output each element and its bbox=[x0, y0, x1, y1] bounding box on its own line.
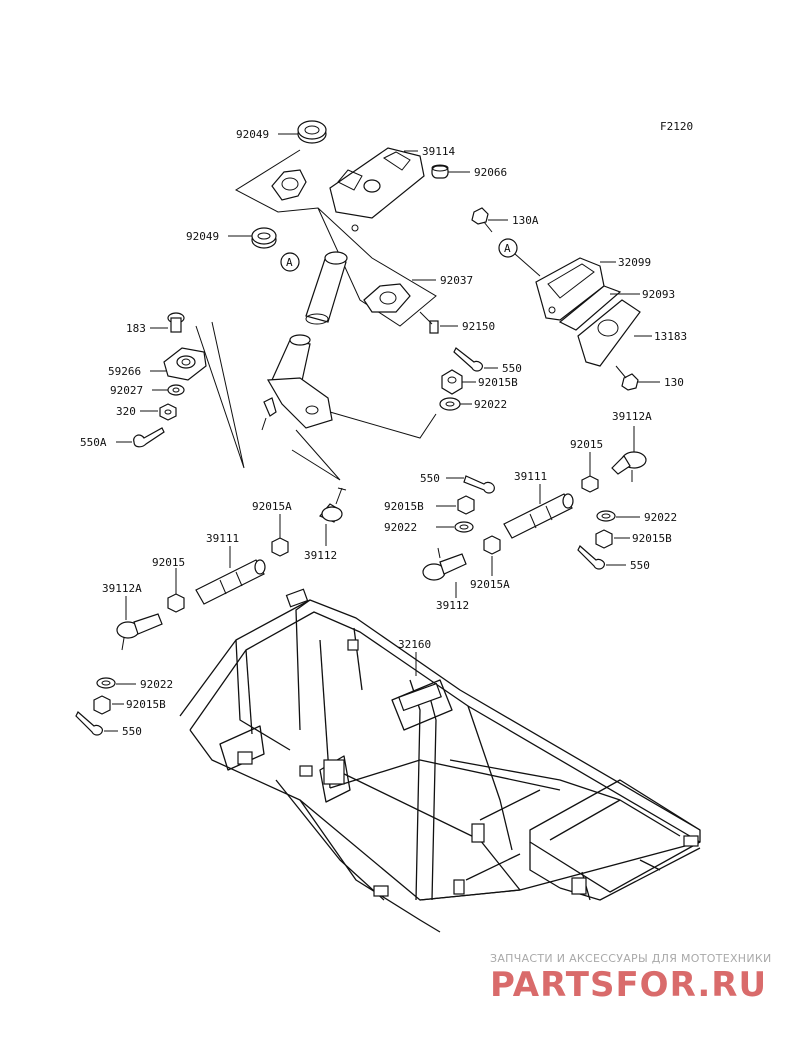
callout-39114: 39114 bbox=[422, 145, 455, 158]
callout-92093: 92093 bbox=[642, 288, 675, 301]
callout-92015B-c: 92015B bbox=[632, 532, 672, 545]
ref-marker-a-right-label: A bbox=[504, 242, 511, 255]
callout-92015-right: 92015 bbox=[570, 438, 603, 451]
bolt-183 bbox=[167, 312, 185, 333]
nut-92015A-right bbox=[483, 535, 501, 555]
nut-92015B-b bbox=[457, 495, 475, 515]
callout-320: 320 bbox=[116, 405, 136, 418]
washer-92027 bbox=[167, 384, 185, 396]
figure-code: F2120 bbox=[660, 120, 693, 133]
plate-13183 bbox=[577, 299, 641, 367]
tie-rod-end-39112A-left bbox=[116, 613, 163, 651]
callout-92015-left: 92015 bbox=[152, 556, 185, 569]
handlebar-holder-lower-left bbox=[271, 169, 307, 201]
tie-rod-39111-right bbox=[503, 493, 574, 539]
cotter-pin-550-b bbox=[463, 475, 495, 494]
nut-92015-right bbox=[581, 475, 599, 493]
washer-92022-d bbox=[96, 677, 116, 689]
steering-stem-upper bbox=[305, 251, 348, 325]
nut-92015-left bbox=[167, 593, 185, 613]
callout-92015A-right: 92015A bbox=[470, 578, 510, 591]
tie-rod-end-39112-left bbox=[319, 487, 347, 523]
callout-130: 130 bbox=[664, 376, 684, 389]
bolt-130 bbox=[615, 365, 639, 391]
callout-92037: 92037 bbox=[440, 274, 473, 287]
callout-550-c: 550 bbox=[630, 559, 650, 572]
callout-92049-mid: 92049 bbox=[186, 230, 219, 243]
callout-92015B-d: 92015B bbox=[126, 698, 166, 711]
callout-550A: 550A bbox=[80, 436, 107, 449]
callout-92022-b: 92022 bbox=[384, 521, 417, 534]
nut-320 bbox=[159, 403, 177, 421]
cap-92066 bbox=[431, 164, 449, 179]
steering-stem-lower bbox=[261, 334, 333, 431]
bushing-92049-top bbox=[297, 120, 327, 144]
bearing-59266 bbox=[163, 347, 207, 381]
callout-32099: 32099 bbox=[618, 256, 651, 269]
nut-92015A-left bbox=[271, 537, 289, 557]
callout-92027: 92027 bbox=[110, 384, 143, 397]
bushing-92049-mid bbox=[251, 227, 277, 249]
callout-92015B-a: 92015B bbox=[478, 376, 518, 389]
callout-92015B-b: 92015B bbox=[384, 500, 424, 513]
callout-92022-c: 92022 bbox=[644, 511, 677, 524]
washer-92022-c bbox=[596, 510, 616, 522]
callout-92150: 92150 bbox=[462, 320, 495, 333]
stem-connector-lines bbox=[195, 321, 245, 469]
callout-92022-a: 92022 bbox=[474, 398, 507, 411]
nut-92015B-d bbox=[93, 695, 111, 715]
watermark-tagline: ЗАПЧАСТИ И АКСЕССУАРЫ ДЛЯ МОТОТЕХНИКИ bbox=[490, 952, 772, 965]
tie-rod-39111-left bbox=[195, 559, 266, 605]
stem-connector-lines-2 bbox=[291, 429, 341, 481]
callout-39111-left: 39111 bbox=[206, 532, 239, 545]
ref-marker-a-right bbox=[498, 238, 518, 258]
ref-marker-a-left-label: A bbox=[286, 256, 293, 269]
bolt-92150 bbox=[419, 311, 439, 334]
nut-92015B-a bbox=[441, 369, 463, 395]
leader-a-right bbox=[514, 253, 541, 277]
callout-92015A-left: 92015A bbox=[252, 500, 292, 513]
callout-92049-top: 92049 bbox=[236, 128, 269, 141]
gasket-92093 bbox=[558, 285, 622, 331]
callout-39111-right: 39111 bbox=[514, 470, 547, 483]
bolt-130A bbox=[471, 207, 493, 233]
stem-connector-lines-3 bbox=[329, 411, 437, 439]
cotter-pin-550-c bbox=[577, 545, 605, 570]
tie-rod-end-39112A-right bbox=[611, 451, 647, 482]
callout-130A: 130A bbox=[512, 214, 539, 227]
cotter-pin-550A bbox=[133, 427, 165, 448]
tie-rod-end-39112-right bbox=[422, 547, 467, 581]
callout-39112-right: 39112 bbox=[436, 599, 469, 612]
callout-59266: 59266 bbox=[108, 365, 141, 378]
callout-550-a: 550 bbox=[502, 362, 522, 375]
callout-39112A-left: 39112A bbox=[102, 582, 142, 595]
ref-marker-a-left bbox=[280, 252, 300, 272]
cotter-pin-550-d bbox=[75, 711, 103, 736]
callout-13183: 13183 bbox=[654, 330, 687, 343]
callout-550-b: 550 bbox=[420, 472, 440, 485]
callout-32160: 32160 bbox=[398, 638, 431, 651]
handlebar-holder-39114 bbox=[329, 147, 425, 232]
washer-92022-b bbox=[454, 521, 474, 533]
callout-39112-left: 39112 bbox=[304, 549, 337, 562]
frame-32160 bbox=[179, 588, 701, 933]
callout-92066: 92066 bbox=[474, 166, 507, 179]
washer-92022-a bbox=[439, 397, 461, 411]
callout-550-d: 550 bbox=[122, 725, 142, 738]
holder-92037 bbox=[363, 283, 411, 313]
nut-92015B-c bbox=[595, 529, 613, 549]
callout-92022-d: 92022 bbox=[140, 678, 173, 691]
callout-183: 183 bbox=[126, 322, 146, 335]
callout-39112A-right: 39112A bbox=[612, 410, 652, 423]
cotter-pin-550-a bbox=[453, 347, 483, 372]
watermark-logo: PARTSFOR.RU bbox=[490, 965, 767, 1005]
